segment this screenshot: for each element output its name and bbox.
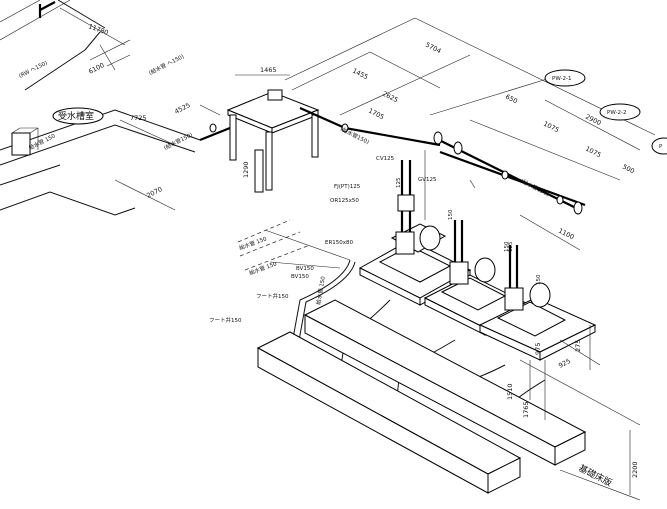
- dim-1705: 1705: [367, 107, 385, 122]
- dim-1455: 1455: [351, 67, 369, 82]
- dim-650: 650: [504, 93, 519, 106]
- gv125-label: GV125: [418, 177, 437, 183]
- p-label: P: [659, 144, 663, 150]
- pw21-label: PW-2-1: [552, 76, 572, 82]
- dim-5704: 5704: [424, 41, 442, 56]
- dim-7725: 7725: [130, 114, 147, 122]
- dimension-texts: 5704 1465 1455 2625 1705 650 1075 1075 2…: [87, 22, 639, 478]
- fj-label: FJ(PT)125: [334, 184, 361, 190]
- bv150-a-label: BV150: [296, 266, 314, 272]
- dim-11780: 11780: [87, 22, 109, 37]
- riser-125-label: 125: [396, 177, 402, 188]
- dim-2200: 2200: [631, 461, 639, 478]
- pipe-label-3: (給水管150): [519, 177, 551, 198]
- cv125-label: CV125: [376, 156, 395, 162]
- dim-925: 925: [557, 357, 572, 370]
- kyusui-label-3: 給水管 150: [238, 234, 268, 252]
- concrete-beam-back: [303, 299, 587, 466]
- dim-2625: 2625: [381, 90, 399, 105]
- foot-valve-2-label: フート弁150: [209, 316, 242, 324]
- riser-125-b-label: 125: [508, 241, 514, 252]
- dim-500: 500: [621, 163, 636, 176]
- room-label: 受水槽室: [58, 110, 94, 122]
- support-frame: [226, 89, 320, 193]
- tank-room-walls: [0, 0, 201, 216]
- er-label: ER150x80: [325, 240, 354, 246]
- pipe-label-2: (給水管150): [339, 125, 371, 146]
- kyusui-label-4: 給水管 150: [248, 259, 278, 277]
- dimension-lines-top: [114, 17, 656, 251]
- foot-valve-1-label: フート弁150: [256, 292, 289, 300]
- callout-p: [651, 137, 667, 155]
- kyusui-label-2: 給水管 150: [27, 131, 57, 151]
- callout-room: [52, 107, 104, 125]
- concrete-beam-front: [256, 331, 522, 494]
- callout-pw21: [544, 69, 586, 87]
- dim-1290: 1290: [242, 161, 250, 178]
- top-left-pipe-run: [24, 0, 131, 91]
- or-label: OR125x50: [330, 198, 359, 204]
- riser-150-b-label: 150: [504, 241, 510, 252]
- bv150-b-label: BV150: [291, 274, 309, 280]
- riser-150-a-label: 150: [448, 209, 454, 220]
- dim-975: 975: [534, 343, 542, 355]
- dim-2070: 2070: [145, 185, 163, 200]
- callout-pw22: [599, 103, 641, 121]
- kyusui-label-1: 給水管 150: [314, 275, 327, 305]
- main-supply-pipe: [199, 106, 586, 215]
- dim-1510: 1510: [506, 383, 514, 400]
- foundation-slab-label: 基礎床版: [577, 462, 615, 489]
- dim-1075-a: 1075: [542, 120, 560, 135]
- dim-1100: 1100: [557, 227, 575, 242]
- dashed-leaders: [237, 219, 351, 271]
- dim-6100: 6100: [87, 61, 105, 76]
- callouts: [52, 69, 667, 155]
- pump-base-3: [478, 282, 597, 361]
- dim-4525: 4525: [173, 101, 191, 116]
- riser-50-label: 150: [536, 274, 542, 285]
- wall-pipe-label: (給水管 ヘ150): [147, 52, 185, 77]
- dim-1075-b: 1075: [584, 145, 602, 160]
- dim-275: 275: [574, 340, 582, 352]
- pw22-label: PW-2-2: [607, 110, 627, 116]
- dim-1765: 1765: [522, 401, 530, 418]
- dim-1465: 1465: [260, 66, 277, 74]
- dimension-lines-right: [469, 179, 641, 501]
- pump-risers: [397, 150, 519, 288]
